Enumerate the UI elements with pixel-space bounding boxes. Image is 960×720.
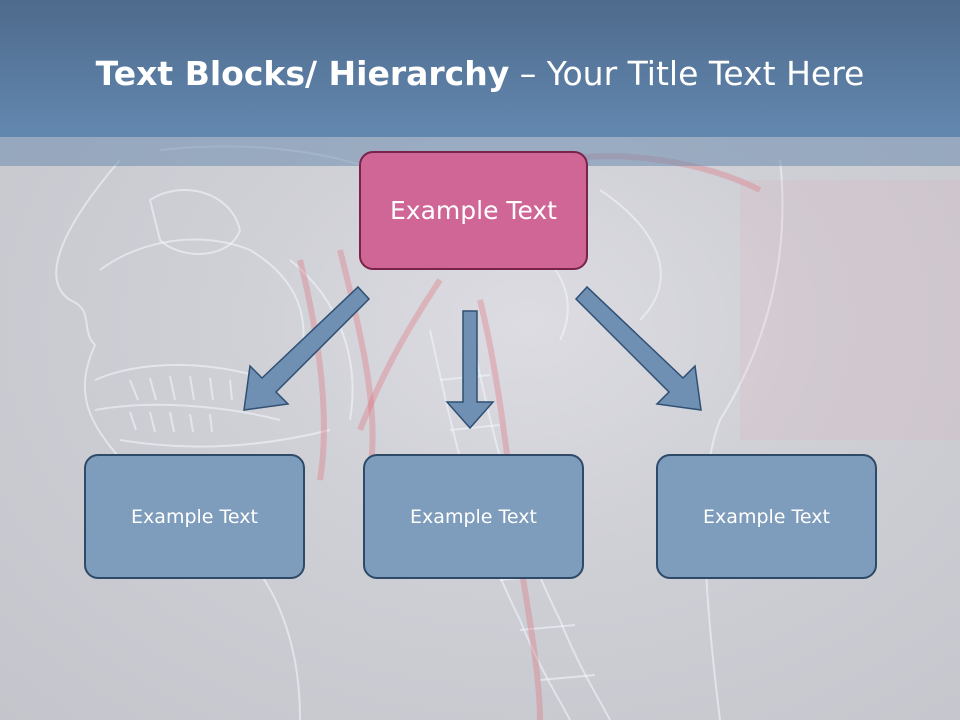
arrow-right xyxy=(574,285,702,411)
title-rest-text: – Your Title Text Here xyxy=(509,54,865,93)
hierarchy-child-box-1[interactable]: Example Text xyxy=(84,454,305,579)
hierarchy-child-box-3[interactable]: Example Text xyxy=(656,454,877,579)
arrow-center xyxy=(445,310,495,430)
title-bar xyxy=(0,0,960,137)
slide-title[interactable]: Text Blocks/ Hierarchy – Your Title Text… xyxy=(0,54,960,93)
hierarchy-top-box[interactable]: Example Text xyxy=(359,151,588,270)
arrow-left xyxy=(243,285,371,411)
hierarchy-child-box-2[interactable]: Example Text xyxy=(363,454,584,579)
title-bold-text: Text Blocks/ Hierarchy xyxy=(95,54,510,93)
